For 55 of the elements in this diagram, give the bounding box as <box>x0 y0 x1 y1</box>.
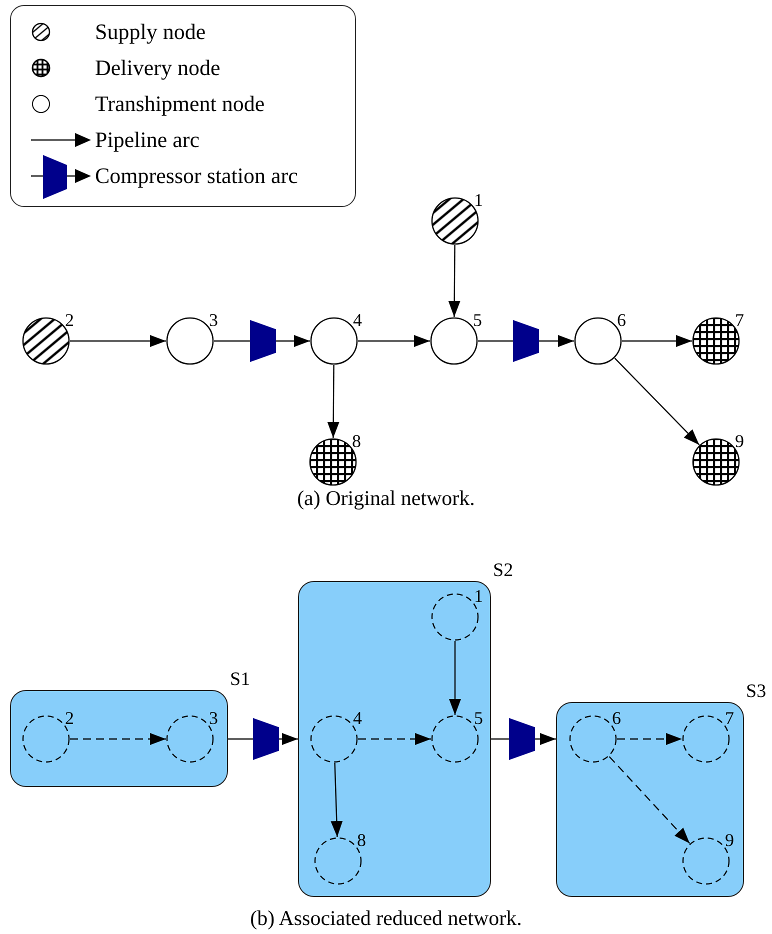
node-number: 6 <box>612 709 621 727</box>
node-number: 1 <box>474 587 483 605</box>
node-number: 5 <box>474 709 483 727</box>
subnetwork-label: S1 <box>230 670 250 689</box>
node-number: 4 <box>353 311 362 329</box>
figure-caption: (b) Associated reduced network. <box>249 908 523 929</box>
arrow <box>608 756 690 844</box>
compressor-station <box>253 718 279 760</box>
legend-label: Transhipment node <box>95 91 265 117</box>
connector-line <box>214 340 250 342</box>
arrow <box>449 641 461 715</box>
arrow <box>614 358 700 446</box>
node-number: 6 <box>617 311 626 329</box>
arrow <box>622 335 692 347</box>
node-number: 9 <box>735 432 744 450</box>
arrow <box>535 733 556 745</box>
arrow <box>617 733 682 745</box>
arrow <box>448 245 460 317</box>
arrow <box>358 733 431 745</box>
subnetwork-label: S3 <box>746 682 766 701</box>
arrow <box>70 733 166 745</box>
legend-label: Supply node <box>95 19 206 45</box>
node-number: 3 <box>209 311 218 329</box>
node-number: 7 <box>725 709 734 727</box>
node-number: 8 <box>357 831 366 849</box>
arrow <box>279 733 298 745</box>
node-number: 5 <box>473 311 482 329</box>
arrow <box>276 335 310 347</box>
compressor-station <box>509 718 535 760</box>
subnetwork-box <box>10 690 228 787</box>
arrow <box>327 365 340 438</box>
legend-label: Compressor station arc <box>95 163 298 189</box>
arrow <box>539 335 574 347</box>
connector-line <box>478 340 513 342</box>
figure-caption: (a) Original network. <box>296 488 476 509</box>
node-number: 2 <box>65 709 74 727</box>
compressor-station <box>513 320 539 362</box>
node-number: 1 <box>474 191 483 209</box>
subnetwork-box <box>556 702 744 897</box>
legend-label: Delivery node <box>95 55 220 81</box>
subnetwork-label: S2 <box>493 561 514 580</box>
compressor-station <box>250 320 276 362</box>
node-number: 4 <box>353 709 362 727</box>
connector-line <box>491 738 509 740</box>
connector-line <box>228 738 253 740</box>
legend-label: Pipeline arc <box>95 127 200 153</box>
arrow <box>70 335 166 347</box>
subnetwork-box <box>298 581 491 897</box>
node-number: 9 <box>725 831 734 849</box>
node-number: 3 <box>209 709 218 727</box>
node-number: 7 <box>735 311 744 329</box>
node-number: 8 <box>352 432 361 450</box>
arrow <box>330 762 343 838</box>
arrow <box>358 335 430 347</box>
node-number: 2 <box>65 311 74 329</box>
